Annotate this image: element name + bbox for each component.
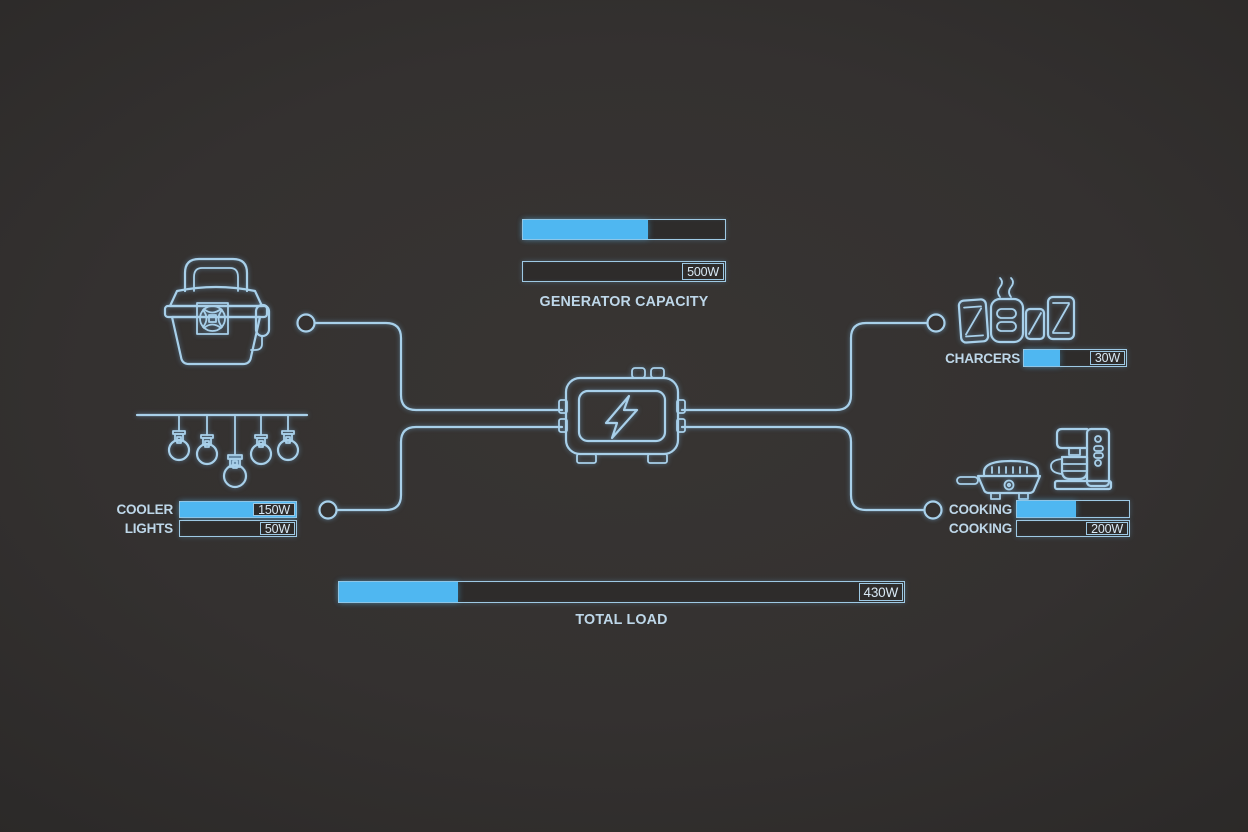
coffee-maker-icon: [1050, 427, 1113, 491]
cooking-value-2: 200W: [1086, 522, 1128, 536]
chargers-value: 30W: [1089, 351, 1125, 365]
cooler-value: 150W: [253, 503, 295, 517]
capacity-fill: [523, 220, 649, 239]
cooking-label-2: COOKING: [948, 521, 1012, 536]
cooler-label: COOLER: [116, 502, 173, 517]
grill-icon: [956, 459, 1042, 500]
chargers-label: CHARCERS: [945, 350, 1020, 366]
generator-capacity-caption: GENERATOR CAPACITY: [539, 293, 709, 310]
chargers-fill: [1024, 350, 1060, 366]
generator-icon: [558, 367, 686, 464]
steam-icon: [997, 277, 1014, 298]
chargers-icons: [957, 277, 1076, 344]
lights-value: 50W: [259, 522, 295, 536]
total-load-fill: [339, 582, 458, 602]
cooking-fill-1: [1017, 501, 1077, 517]
total-load-caption: TOTAL LOAD: [575, 611, 668, 628]
generator-capacity-fill-bar: [522, 219, 726, 240]
tablet-icon: [1046, 295, 1076, 341]
phone-small-icon: [1024, 307, 1046, 341]
lightning-bolt-icon: [604, 394, 639, 440]
string-lights-icon: [135, 413, 309, 489]
phone-icon: [957, 298, 990, 344]
generator-capacity-value-bar: 500W: [522, 261, 726, 282]
cooking-label-1: COOKING: [948, 501, 1012, 517]
total-load-bar: 430W: [338, 581, 905, 603]
lights-label: LIGHTS: [124, 521, 174, 536]
total-load-value: 430W: [858, 583, 903, 601]
connection-wires: [312, 321, 929, 512]
chargers-bar: 30W: [1023, 349, 1127, 367]
generator-capacity-value: 500W: [682, 263, 724, 280]
cooler-bar: 150W: [179, 501, 297, 518]
lights-bar: 50W: [179, 520, 297, 537]
power-bank-icon: [989, 277, 1025, 344]
connection-node: [296, 313, 946, 520]
cooler-icon: [163, 257, 271, 366]
cooking-bar-1: [1016, 500, 1130, 518]
cooking-bar-2: 200W: [1016, 520, 1130, 537]
